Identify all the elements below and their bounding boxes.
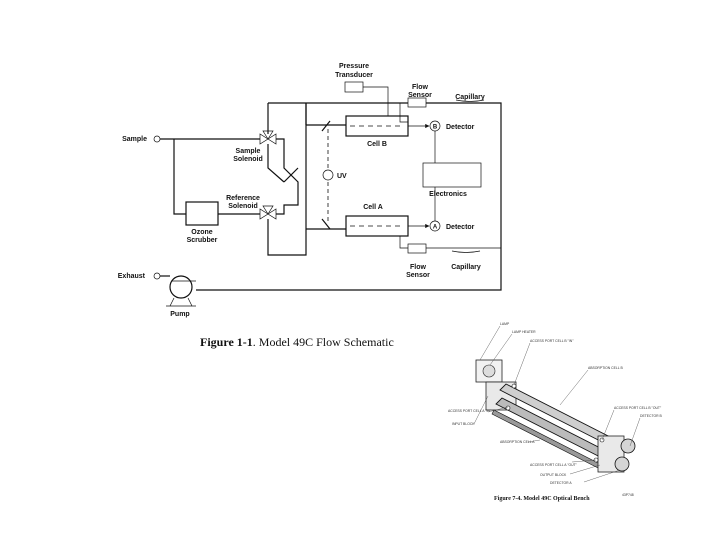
pressure-transducer-box [344, 81, 364, 93]
crossover-line-2 [267, 144, 285, 183]
solenoid-manifold-line [267, 103, 307, 256]
capillary-top-mark [455, 99, 485, 102]
cell-b-label: Cell B [367, 141, 387, 148]
access-port-b-in-icon [511, 383, 517, 389]
callout-absorption-cell-b: ABSORPTION CELL B [588, 366, 623, 370]
flow-sensor-bottom-label-1: Flow [410, 264, 426, 271]
mirror-top-icon [321, 120, 331, 132]
optical-bench-illustration: LAMP LAMP HEATER ACCESS PORT CELL B "IN"… [448, 322, 663, 502]
scrubber-branch-line [173, 139, 186, 215]
return-flow-line [196, 102, 502, 291]
schematic-caption-rest: . Model 49C Flow Schematic [253, 335, 394, 349]
optical-bench-caption: Figure 7-4. Model 49C Optical Bench [494, 496, 590, 502]
mirror-bottom-icon [321, 218, 331, 230]
schematic-caption: Figure 1-1. Model 49C Flow Schematic [200, 335, 394, 349]
callout-detector-b: DETECTOR B [640, 414, 663, 418]
exhaust-port [153, 272, 161, 280]
cell-a-label: Cell A [363, 204, 383, 211]
optical-bench-figure-code: 43P748 [622, 493, 634, 497]
reference-solenoid-label-2: Solenoid [228, 203, 258, 210]
schematic-caption-bold: Figure 1-1 [200, 335, 253, 349]
detector-a-label: Detector [446, 224, 475, 231]
pump-label: Pump [170, 311, 189, 318]
reference-solenoid-label-1: Reference [226, 195, 260, 202]
flow-sensor-bottom-label-2: Sensor [406, 272, 430, 279]
callout-output-block: OUTPUT BLOCK [540, 473, 567, 477]
callout-access-port-b-out: ACCESS PORT CELL B "OUT" [614, 406, 662, 410]
detector-b-icon [620, 438, 636, 454]
crossover-line-1 [276, 138, 299, 215]
callout-access-port-a-in: ACCESS PORT CELL A "IN" [448, 409, 492, 413]
pressure-transducer-label-1: Pressure [339, 63, 369, 70]
flow-sensor-bottom-box [407, 243, 427, 254]
flow-sensor-top-label-2: Sensor [408, 92, 432, 99]
detector-a-icon [614, 456, 630, 472]
access-port-a-in-icon [505, 405, 511, 411]
sample-solenoid-label-2: Solenoid [233, 156, 263, 163]
pressure-transducer-label-2: Transducer [335, 72, 373, 79]
crossover-line-3 [283, 167, 299, 183]
cell-a-outlet-line [399, 236, 408, 249]
lamp-icon [482, 364, 496, 378]
callout-lamp: LAMP [500, 322, 510, 326]
ozone-scrubber-label-2: Scrubber [187, 237, 218, 244]
capillary-top-label: Capillary [455, 94, 485, 101]
electronics-box [422, 162, 482, 188]
pressure-line [363, 86, 389, 116]
electronics-label: Electronics [429, 191, 467, 198]
sample-solenoid-label-1: Sample [236, 148, 261, 155]
sample-label: Sample [122, 136, 147, 143]
flow-sensor-top-label-1: Flow [412, 84, 428, 91]
ozone-scrubber-label-1: Ozone [191, 229, 212, 236]
pump-icon [166, 275, 196, 307]
callout-detector-a: DETECTOR A [550, 481, 572, 485]
flow-sensor-top-box [407, 97, 427, 108]
uv-label: UV [337, 173, 347, 180]
sample-port [153, 135, 161, 143]
uv-lamp-icon [322, 169, 334, 181]
reference-solenoid-valve [259, 205, 277, 220]
detector-b-letter: B [433, 125, 438, 131]
detector-a-letter: A [433, 225, 438, 231]
callout-lamp-heater: LAMP HEATER [512, 330, 536, 334]
flow-schematic: Pressure Transducer Flow Sensor Capillar… [118, 63, 502, 349]
callout-input-block: INPUT BLOCK [452, 422, 475, 426]
callout-access-port-b-in: ACCESS PORT CELL B "IN" [530, 339, 574, 343]
cell-b-outlet-line [399, 103, 408, 123]
detector-b-label: Detector [446, 124, 475, 131]
ozone-scrubber-box [185, 201, 219, 226]
callout-absorption-cell-a: ABSORPTION CELL A [500, 440, 535, 444]
exhaust-label: Exhaust [118, 273, 146, 280]
callout-leaders [473, 325, 641, 483]
callout-access-port-a-out: ACCESS PORT CELL A "OUT" [530, 463, 578, 467]
capillary-bottom-mark [451, 250, 481, 253]
capillary-bottom-label: Capillary [451, 264, 481, 271]
